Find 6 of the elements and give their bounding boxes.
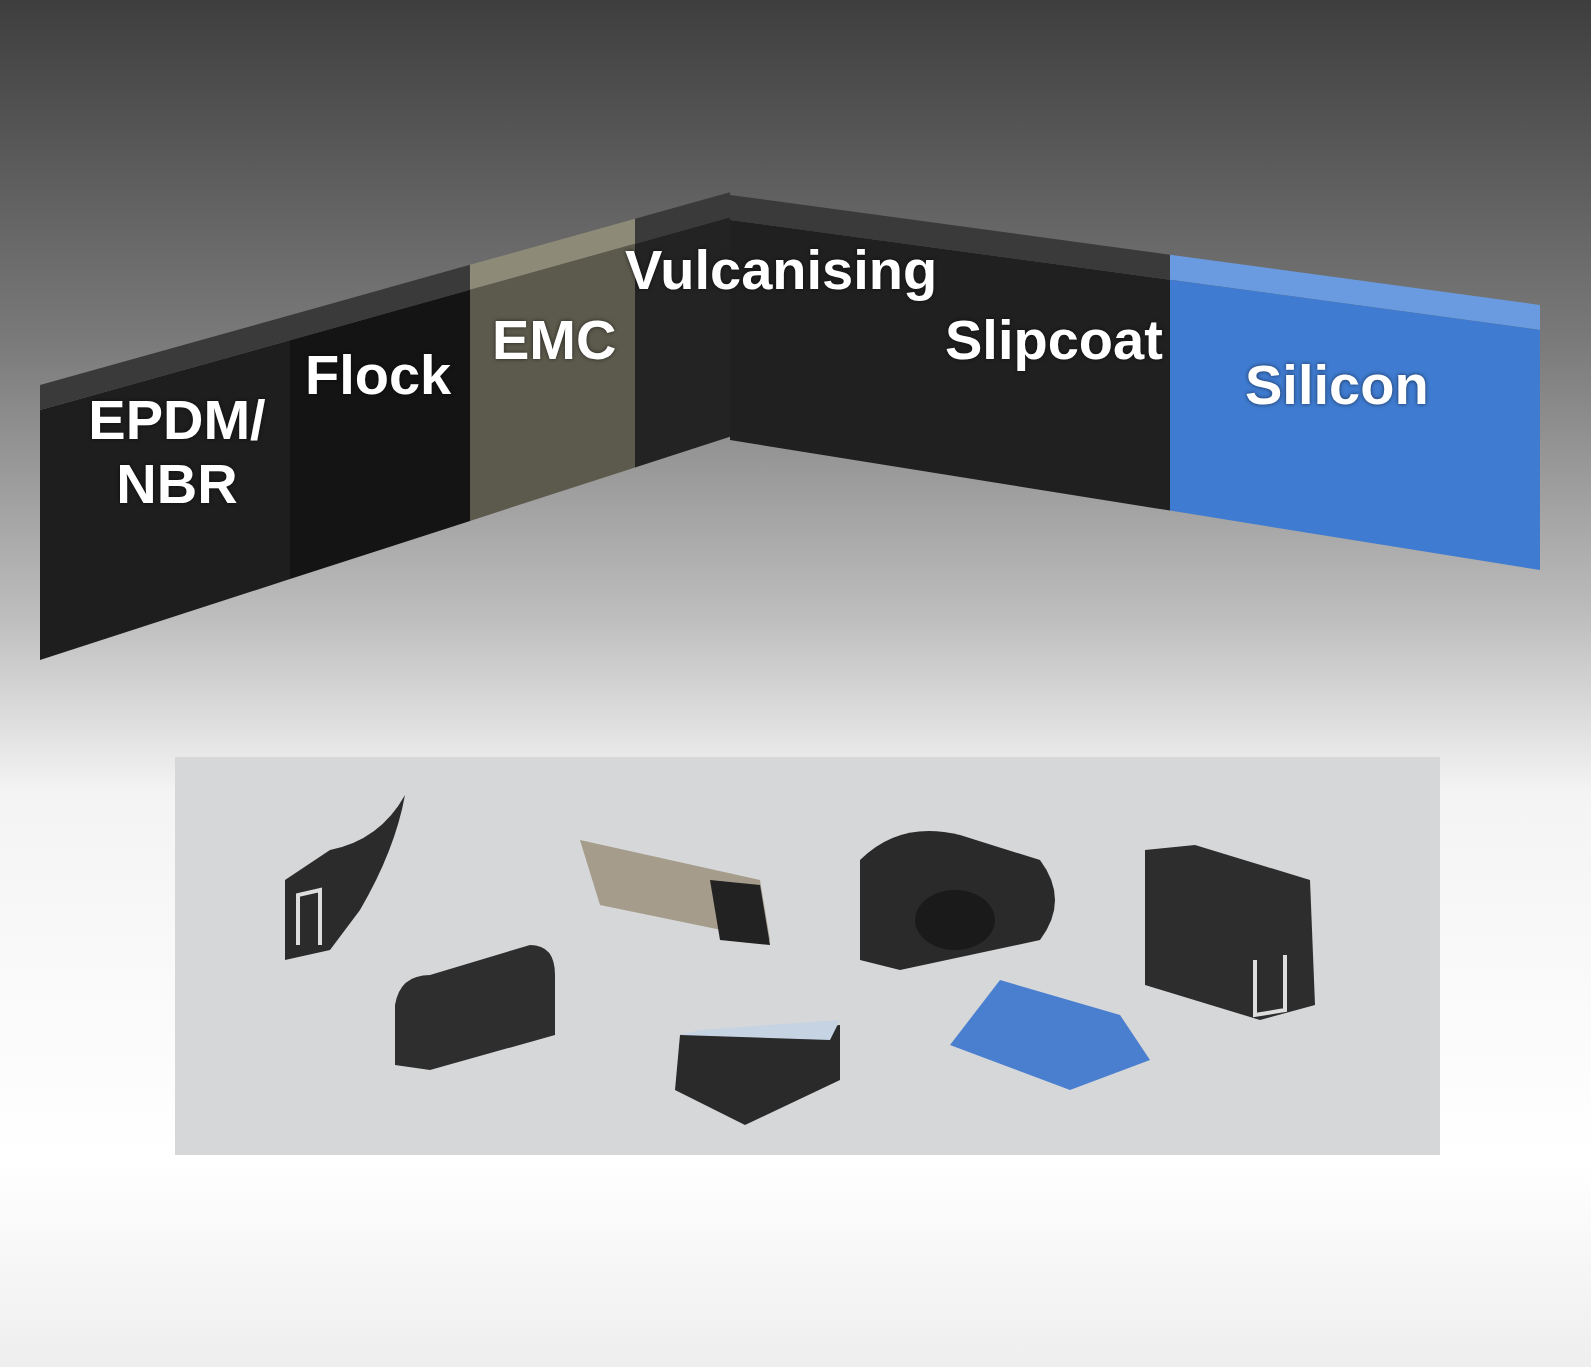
material-label: Silicon: [1245, 353, 1429, 417]
material-label: EMC: [492, 308, 617, 372]
material-label: Flock: [305, 343, 452, 407]
material-label: Slipcoat: [945, 308, 1163, 372]
material-label: Vulcanising: [625, 238, 938, 302]
material-label: EPDM/ NBR: [87, 388, 267, 516]
